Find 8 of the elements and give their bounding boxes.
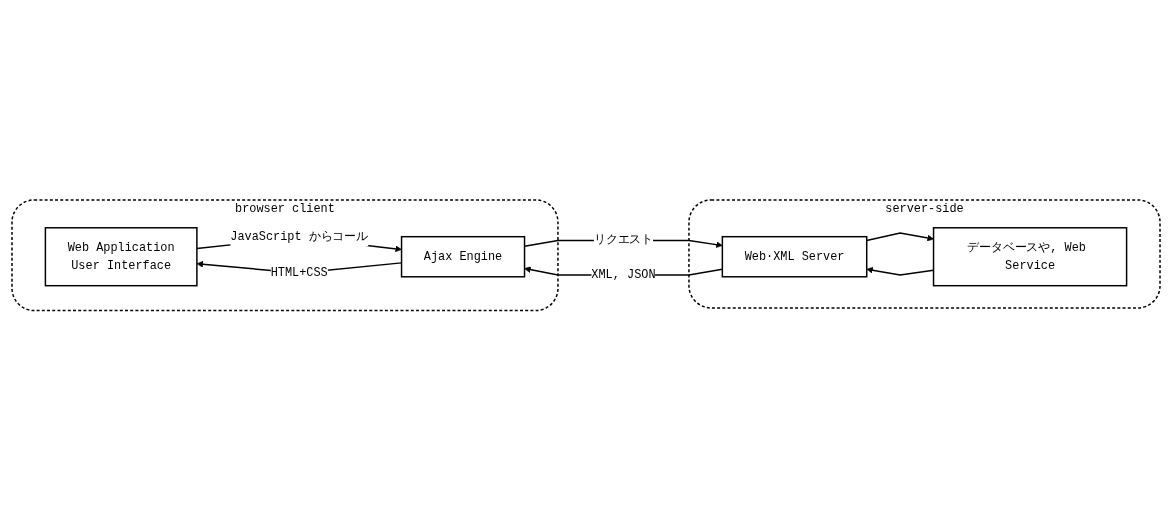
edge-label: XML, JSON [591, 267, 656, 282]
node-box: Web Application User Interface [44, 226, 198, 287]
node-box: Web·XML Server [721, 235, 868, 278]
edge-label: JavaScript からコール [230, 230, 369, 244]
node-box: Ajax Engine [400, 235, 526, 278]
node-box: データベースや, Web Service [932, 226, 1128, 287]
edge-label: HTML+CSS [270, 266, 328, 280]
edge-label: リクエスト [593, 233, 654, 247]
